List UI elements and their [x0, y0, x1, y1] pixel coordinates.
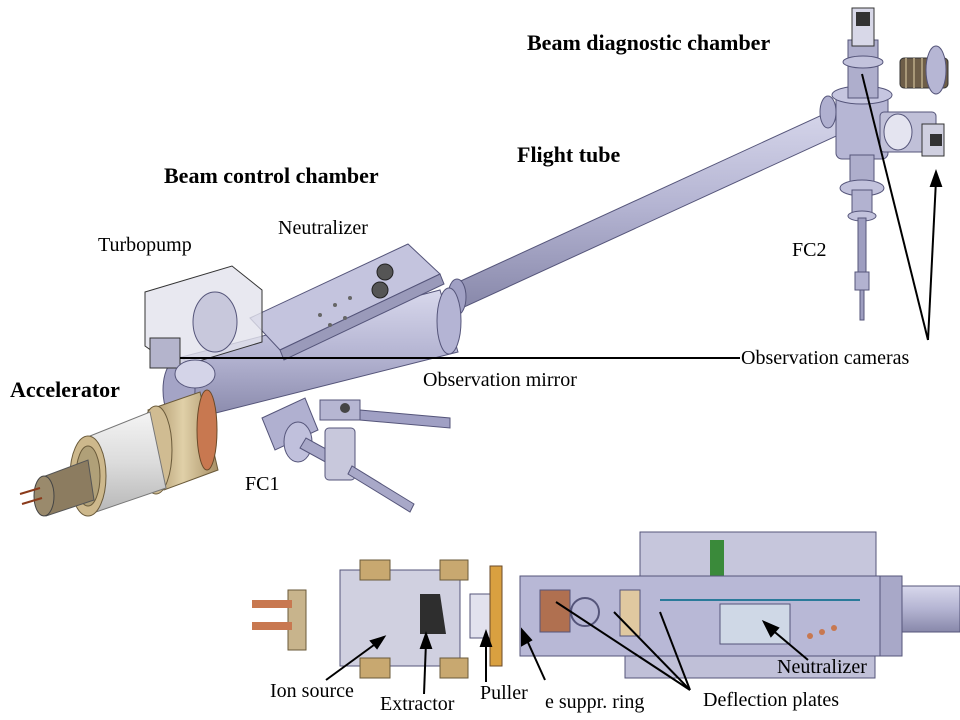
- label-puller: Puller: [480, 682, 528, 704]
- label-beam-diagnostic-chamber: Beam diagnostic chamber: [527, 30, 771, 55]
- beam-control-chamber-drawing: [144, 243, 462, 513]
- label-turbopump: Turbopump: [98, 234, 192, 256]
- label-ion-source: Ion source: [270, 680, 354, 702]
- label-fc1: FC1: [245, 473, 280, 495]
- leader-lines: [180, 73, 943, 695]
- label-e-suppr-ring: e suppr. ring: [545, 691, 645, 713]
- label-flight-tube: Flight tube: [517, 142, 621, 167]
- cross-section-drawing: [252, 531, 960, 679]
- accelerator-drawing: [19, 389, 219, 517]
- label-accelerator: Accelerator: [10, 377, 120, 402]
- label-neutralizer-bottom: Neutralizer: [777, 656, 867, 678]
- label-beam-control-chamber: Beam control chamber: [164, 163, 379, 188]
- diagnostic-chamber-drawing: [819, 7, 949, 321]
- label-extractor: Extractor: [380, 693, 455, 715]
- label-neutralizer-top: Neutralizer: [278, 217, 368, 239]
- label-deflection-plates: Deflection plates: [703, 689, 840, 711]
- label-observation-cameras: Observation cameras: [741, 347, 910, 369]
- label-observation-mirror: Observation mirror: [423, 369, 577, 391]
- label-fc2: FC2: [792, 239, 827, 261]
- flight-tube-drawing: [447, 103, 859, 316]
